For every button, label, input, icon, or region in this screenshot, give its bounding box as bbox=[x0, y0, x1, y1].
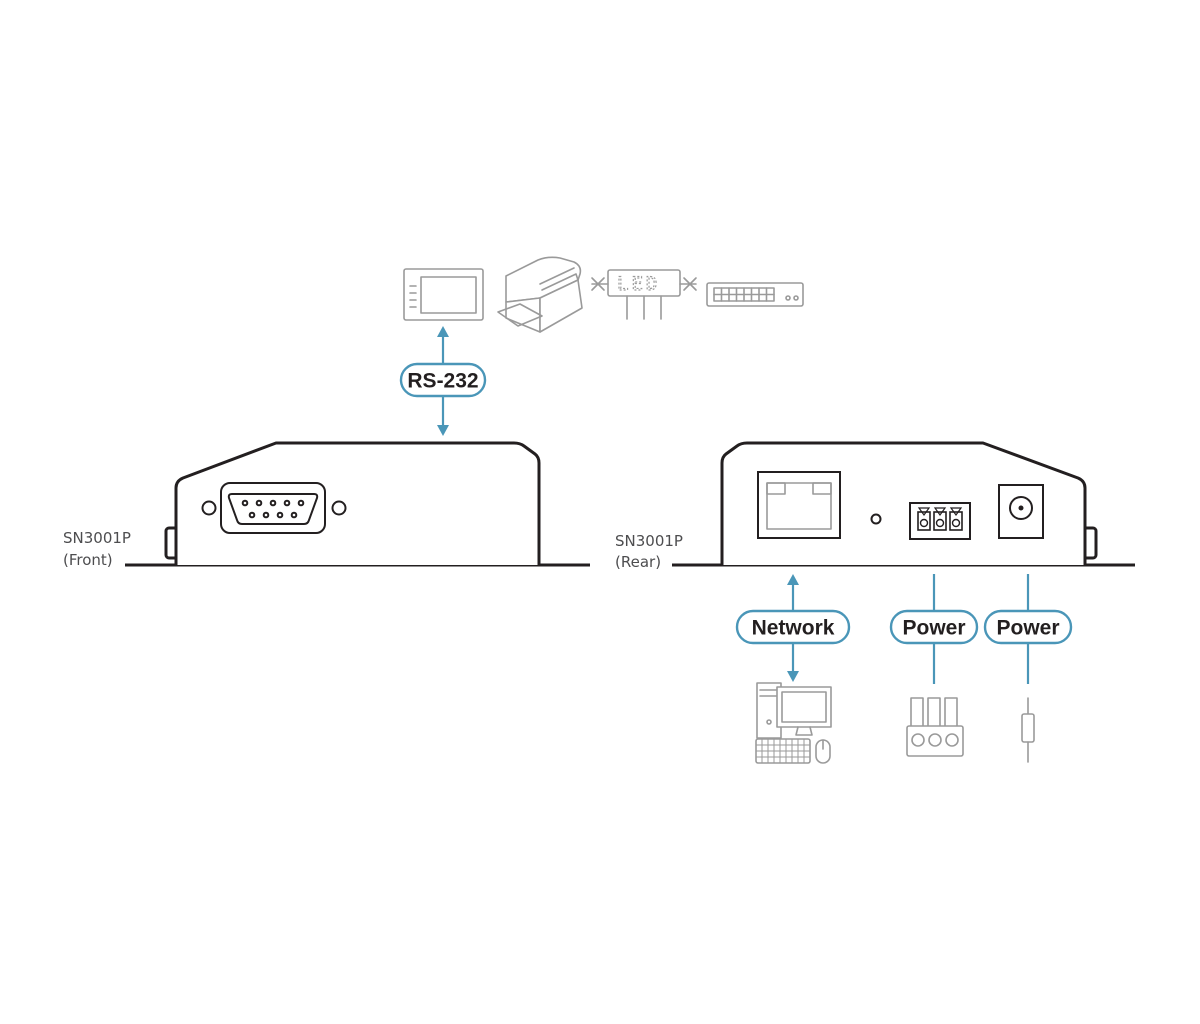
receipt-printer-icon bbox=[497, 256, 583, 333]
network-label: Network bbox=[752, 617, 835, 640]
front-device-body bbox=[174, 441, 541, 565]
network-connection: Network bbox=[735, 574, 851, 682]
rs232-connection: RS-232 bbox=[399, 326, 487, 436]
computer-icon bbox=[755, 682, 832, 764]
power-terminal-block bbox=[909, 502, 971, 540]
dc-power-jack bbox=[998, 484, 1044, 539]
touch-panel-icon bbox=[403, 268, 484, 321]
power-terminal-connection: Power bbox=[889, 574, 979, 684]
network-badge bbox=[735, 609, 851, 645]
arrow-up-icon bbox=[437, 326, 449, 337]
led-sign-label: LED bbox=[617, 273, 660, 295]
terminal-block-plug-icon bbox=[906, 697, 964, 757]
led-sign-icon: LED bbox=[591, 269, 697, 320]
power-terminal-badge bbox=[889, 609, 979, 645]
reset-button bbox=[870, 513, 882, 525]
arrow-up-icon bbox=[787, 574, 799, 585]
arrow-down-icon bbox=[787, 671, 799, 682]
power-terminal-label: Power bbox=[902, 617, 965, 640]
rear-model-label: SN3001P bbox=[615, 532, 683, 550]
dc-power-plug-icon bbox=[1021, 697, 1035, 763]
device-front: SN3001P (Front) bbox=[63, 441, 590, 569]
db9-serial-port bbox=[220, 482, 326, 534]
arrow-down-icon bbox=[437, 425, 449, 436]
device-rear: SN3001P (Rear) bbox=[615, 441, 1135, 571]
power-dc-badge bbox=[983, 609, 1073, 645]
power-dc-label: Power bbox=[996, 617, 1059, 640]
front-screw-right bbox=[331, 500, 347, 516]
rj45-network-port bbox=[757, 471, 841, 539]
network-switch-icon bbox=[706, 282, 804, 307]
front-view-label: (Front) bbox=[63, 551, 113, 569]
power-dc-connection: Power bbox=[983, 574, 1073, 684]
front-model-label: SN3001P bbox=[63, 529, 131, 547]
rs232-badge bbox=[399, 362, 487, 398]
rs232-label: RS-232 bbox=[407, 370, 478, 393]
front-screw-left bbox=[201, 500, 217, 516]
rear-view-label: (Rear) bbox=[615, 553, 661, 571]
